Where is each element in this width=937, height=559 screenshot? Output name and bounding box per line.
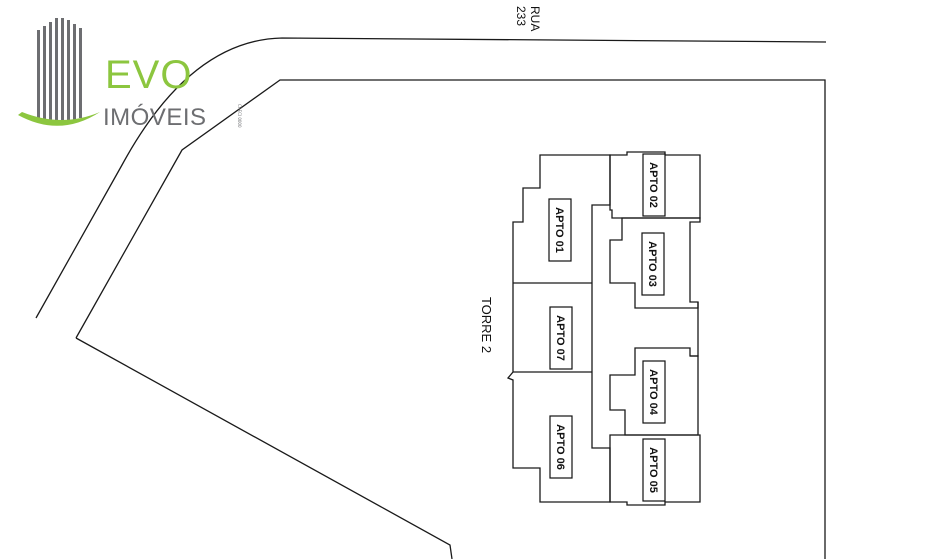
apto-07-label-text: APTO 07	[554, 315, 566, 361]
evo-imoveis-logo: EVO IMÓVEIS CRECI 0000	[18, 18, 242, 131]
apto-03-label-box	[641, 232, 665, 296]
tower-2-building	[506, 151, 701, 506]
street-label-number: 233	[514, 6, 528, 26]
tower-label-text: TORRE 2	[479, 297, 494, 353]
logo-tiny-text: CRECI 0000	[237, 104, 242, 128]
apartment-labels: APTO 01 APTO 02 APTO 03 APTO 04 APTO 05 …	[548, 153, 666, 502]
street-label-rua: RUA	[528, 6, 542, 31]
unit-05-outline	[609, 434, 701, 506]
apto-02-label: APTO 02	[642, 153, 666, 217]
apto-02-label-text: APTO 02	[647, 162, 659, 208]
site-boundaries	[35, 37, 827, 559]
apto-06-label: APTO 06	[549, 415, 573, 479]
left-block-outline	[506, 154, 611, 503]
street-label: RUA 233	[514, 6, 542, 31]
apto-04-label-box	[642, 360, 666, 424]
apto-07-label-box	[549, 306, 573, 370]
apto-01-label: APTO 01	[548, 198, 572, 262]
apto-06-label-box	[549, 415, 573, 479]
logo-building-icon	[37, 18, 82, 122]
apto-03-label: APTO 03	[641, 232, 665, 296]
apto-04-label-text: APTO 04	[647, 369, 659, 416]
core-connector	[690, 302, 699, 357]
apto-01-label-box	[548, 198, 572, 262]
lot-boundary-top-left	[75, 79, 826, 559]
apto-05-label-text: APTO 05	[647, 447, 659, 493]
street-curb-line	[35, 37, 827, 319]
unit-02-outline	[609, 151, 701, 219]
apto-01-label-text: APTO 01	[553, 207, 565, 253]
logo-brand: EVO	[105, 53, 192, 97]
lot-boundary-bottom-left	[75, 337, 453, 559]
apto-02-label-box	[642, 153, 666, 217]
logo-subtitle: IMÓVEIS	[103, 104, 207, 131]
apto-07-label: APTO 07	[549, 306, 573, 370]
apto-04-label: APTO 04	[642, 360, 666, 424]
apto-03-label-text: APTO 03	[646, 241, 658, 287]
apto-05-label-box	[642, 438, 666, 502]
apto-06-label-text: APTO 06	[554, 424, 566, 470]
tower-label: TORRE 2	[479, 297, 494, 353]
apto-05-label: APTO 05	[642, 438, 666, 502]
logo-swoosh-icon	[18, 112, 100, 126]
